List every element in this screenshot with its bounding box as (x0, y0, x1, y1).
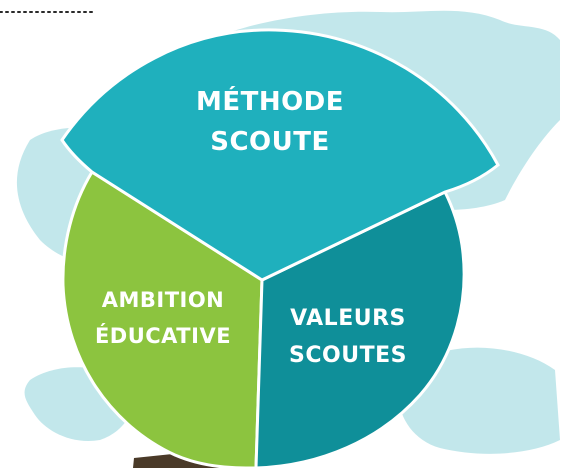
ambition-label-line-1: AMBITION (102, 288, 225, 312)
ambition-label-line-2: ÉDUCATIVE (95, 323, 231, 348)
pie-segments (60, 28, 500, 468)
methode-label-line-2: SCOUTE (210, 127, 330, 157)
valeurs-label-line-1: VALEURS (290, 306, 406, 331)
segment-valeurs (254, 190, 466, 468)
segment-labels: MÉTHODE SCOUTE AMBITION ÉDUCATIVE VALEUR… (95, 85, 407, 368)
methode-label-line-1: MÉTHODE (196, 85, 344, 117)
segment-methode (60, 28, 500, 282)
brush-stroke-bottom-right (399, 347, 560, 454)
segment-ambition (61, 169, 264, 468)
valeurs-label-line-2: SCOUTES (289, 343, 407, 368)
